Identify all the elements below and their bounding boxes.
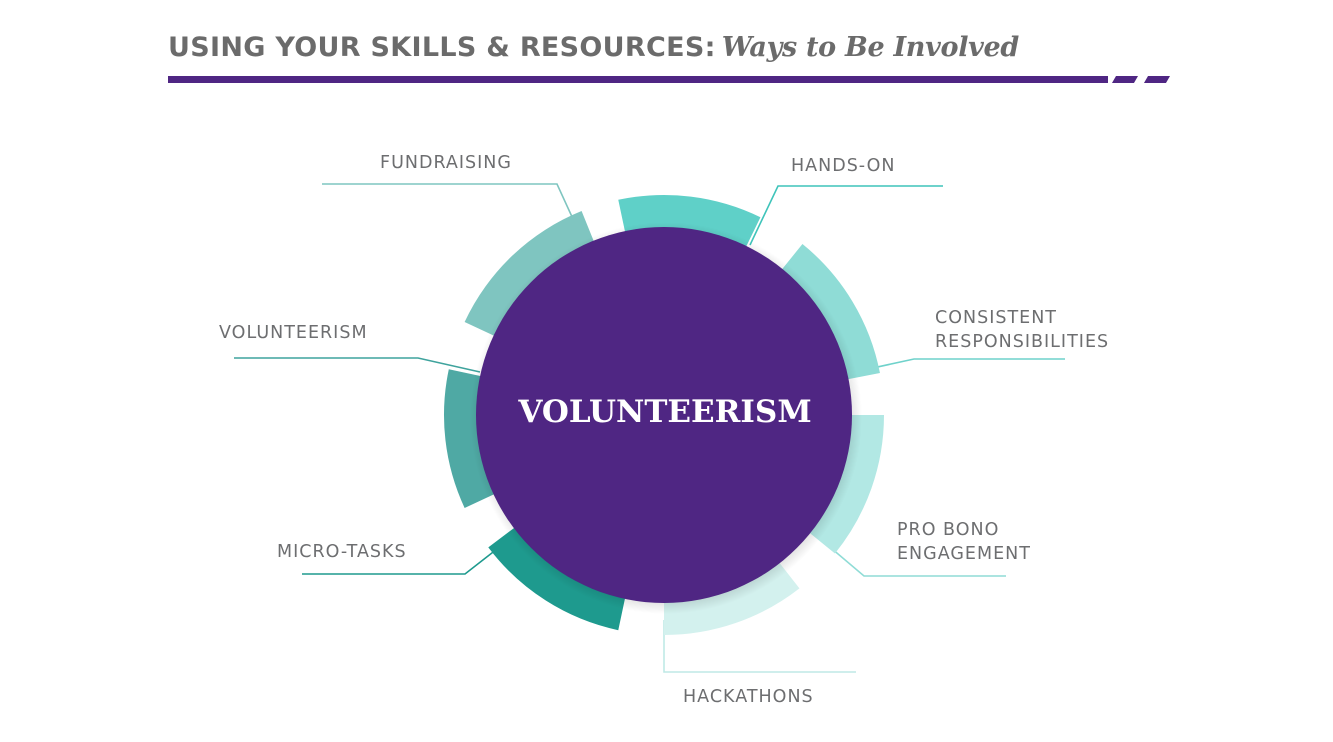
center-circle xyxy=(476,227,852,603)
connector-micro-tasks xyxy=(302,548,498,575)
label-volunteerism: VOLUNTEERISM xyxy=(219,323,368,343)
title-italic: Ways to Be Involved xyxy=(721,32,1020,63)
label-micro-tasks: MICRO-TASKS xyxy=(277,542,407,562)
connector-volunteerism xyxy=(234,357,481,373)
label-consistent-responsibilities: CONSISTENT RESPONSIBILITIES xyxy=(935,308,1110,352)
label-hackathons: HACKATHONS xyxy=(683,687,814,707)
connector-hands-on xyxy=(749,185,943,246)
connector-hackathons xyxy=(663,620,856,673)
label-pro-bono-engagement: PRO BONO ENGAGEMENT xyxy=(897,520,1031,564)
center-label: VOLUNTEERISM xyxy=(518,394,812,430)
connector-consistent xyxy=(849,358,1065,374)
page-title: USING YOUR SKILLS & RESOURCES:Ways to Be… xyxy=(168,29,1019,66)
segment-arc-fundraising xyxy=(464,211,595,337)
label-fundraising: FUNDRAISING xyxy=(380,153,512,173)
title-caps: USING YOUR SKILLS & RESOURCES: xyxy=(168,32,716,63)
title-underline-bar xyxy=(168,76,1108,83)
label-hands-on: HANDS-ON xyxy=(791,156,896,176)
